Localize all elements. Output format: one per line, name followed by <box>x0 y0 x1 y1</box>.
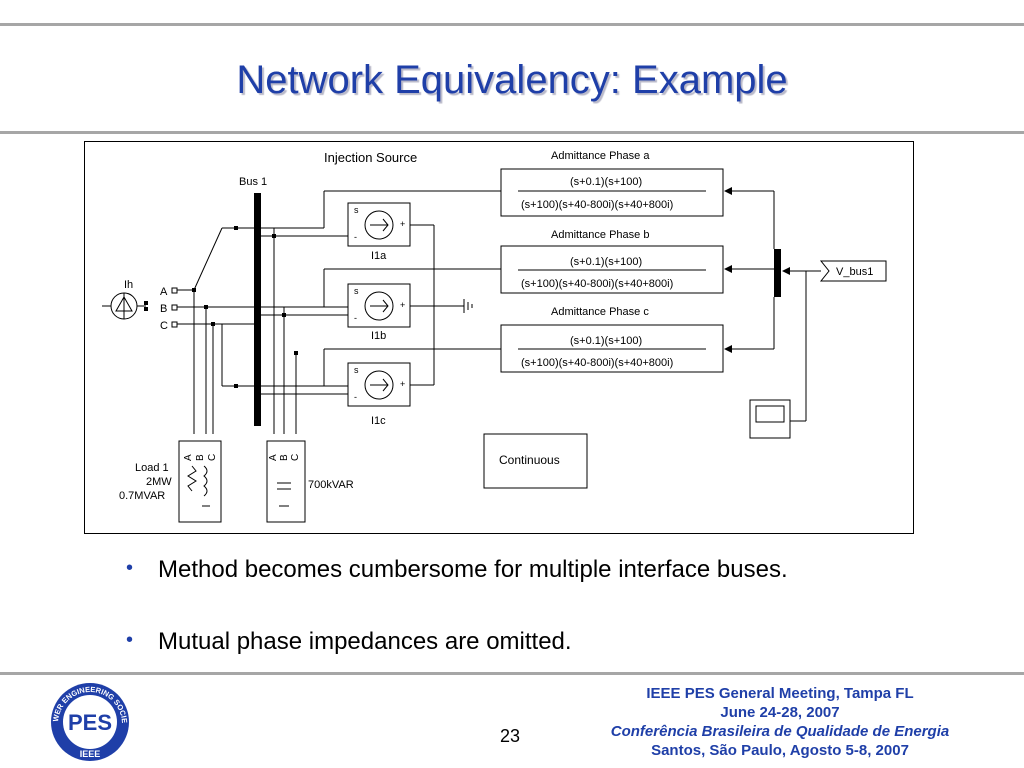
svg-text:Admittance Phase a: Admittance Phase a <box>551 150 650 162</box>
svg-text:C: C <box>290 454 301 461</box>
continuous-label: Continuous <box>499 453 560 467</box>
bullet-text: Mutual phase impedances are omitted. <box>158 628 572 655</box>
footer-line-3: Conferência Brasileira de Qualidade de E… <box>610 723 950 740</box>
demux-bar <box>774 249 781 297</box>
terminal-b-label: B <box>160 303 167 315</box>
svg-text:-: - <box>354 232 357 242</box>
terminal-c-label: C <box>160 320 168 332</box>
svg-text:A: A <box>268 454 279 461</box>
svg-text:+: + <box>400 300 405 310</box>
footer-text: IEEE PES General Meeting, Tampa FL June … <box>560 684 1000 760</box>
load-line-3: 0.7MVAR <box>119 490 165 502</box>
slide-title: Network Equivalency: Example <box>236 58 788 102</box>
footer-separator <box>0 672 1024 675</box>
ih-source-label: Ih <box>124 279 133 291</box>
svg-text:(s+0.1)(s+100): (s+0.1)(s+100) <box>570 176 642 188</box>
source-c-label: I1c <box>371 415 386 427</box>
svg-text:(s+100)(s+40-800i)(s+40+800i): (s+100)(s+40-800i)(s+40+800i) <box>521 199 673 211</box>
bullet-text: Method becomes cumbersome for multiple i… <box>158 556 788 583</box>
continuous-block <box>483 433 588 489</box>
svg-text:(s+0.1)(s+100): (s+0.1)(s+100) <box>570 256 642 268</box>
simulink-diagram: Injection Source Bus 1 Ih A B C <box>84 141 914 534</box>
ih-source-icon: Ih <box>102 279 148 320</box>
svg-text:A: A <box>183 454 194 461</box>
footer-line-4: Santos, São Paulo, Agosto 5-8, 2007 <box>651 742 909 759</box>
svg-text:C: C <box>207 454 218 461</box>
injection-source-label: Injection Source <box>324 150 417 165</box>
cap-label: 700kVAR <box>308 479 354 491</box>
source-a-label: I1a <box>371 250 387 262</box>
load-line-1: Load 1 <box>135 462 169 474</box>
svg-text:s: s <box>354 205 359 215</box>
svg-text:+: + <box>400 219 405 229</box>
bus-bar <box>254 193 261 426</box>
svg-text:+: + <box>400 379 405 389</box>
svg-text:s: s <box>354 286 359 296</box>
load-line-2: 2MW <box>146 476 172 488</box>
svg-text:Admittance Phase b: Admittance Phase b <box>551 229 649 241</box>
svg-text:-: - <box>354 392 357 402</box>
controlled-source-c: s - + I1c <box>347 362 411 427</box>
admittance-c: Admittance Phase c (s+0.1)(s+100) (s+100… <box>500 306 724 373</box>
scope-icon <box>749 399 806 439</box>
bus-label: Bus 1 <box>239 176 267 188</box>
terminal-a-label: A <box>160 286 168 298</box>
footer-line-2: June 24-28, 2007 <box>720 704 840 721</box>
load-block: A B C <box>178 440 222 523</box>
svg-text:(s+100)(s+40-800i)(s+40+800i): (s+100)(s+40-800i)(s+40+800i) <box>521 357 673 369</box>
svg-text:B: B <box>279 454 290 461</box>
vbus-goto-tag <box>819 260 887 282</box>
bullet-dot-icon: • <box>126 557 134 579</box>
svg-text:-: - <box>354 313 357 323</box>
title-separator <box>0 131 1024 134</box>
svg-text:Admittance Phase c: Admittance Phase c <box>551 306 649 318</box>
svg-text:(s+0.1)(s+100): (s+0.1)(s+100) <box>570 335 642 347</box>
bullet-dot-icon: • <box>126 629 134 651</box>
top-separator <box>0 23 1024 26</box>
source-b-label: I1b <box>371 330 386 342</box>
pes-logo-icon: POWER ENGINEERING SOCIETY PES IEEE <box>44 680 129 761</box>
svg-text:s: s <box>354 365 359 375</box>
admittance-b: Admittance Phase b (s+0.1)(s+100) (s+100… <box>500 229 724 294</box>
admittance-a: Admittance Phase a (s+0.1)(s+100) (s+100… <box>500 150 724 217</box>
svg-text:(s+100)(s+40-800i)(s+40+800i): (s+100)(s+40-800i)(s+40+800i) <box>521 278 673 290</box>
capacitor-block: A B C <box>266 440 306 523</box>
controlled-source-b: s - + I1b <box>347 283 411 342</box>
vbus-label: V_bus1 <box>836 266 873 278</box>
page-number: 23 <box>499 726 521 746</box>
logo-center-text: PES <box>68 710 112 735</box>
logo-bottom-text: IEEE <box>80 749 101 759</box>
svg-text:B: B <box>195 454 206 461</box>
footer-line-1: IEEE PES General Meeting, Tampa FL <box>646 685 914 702</box>
